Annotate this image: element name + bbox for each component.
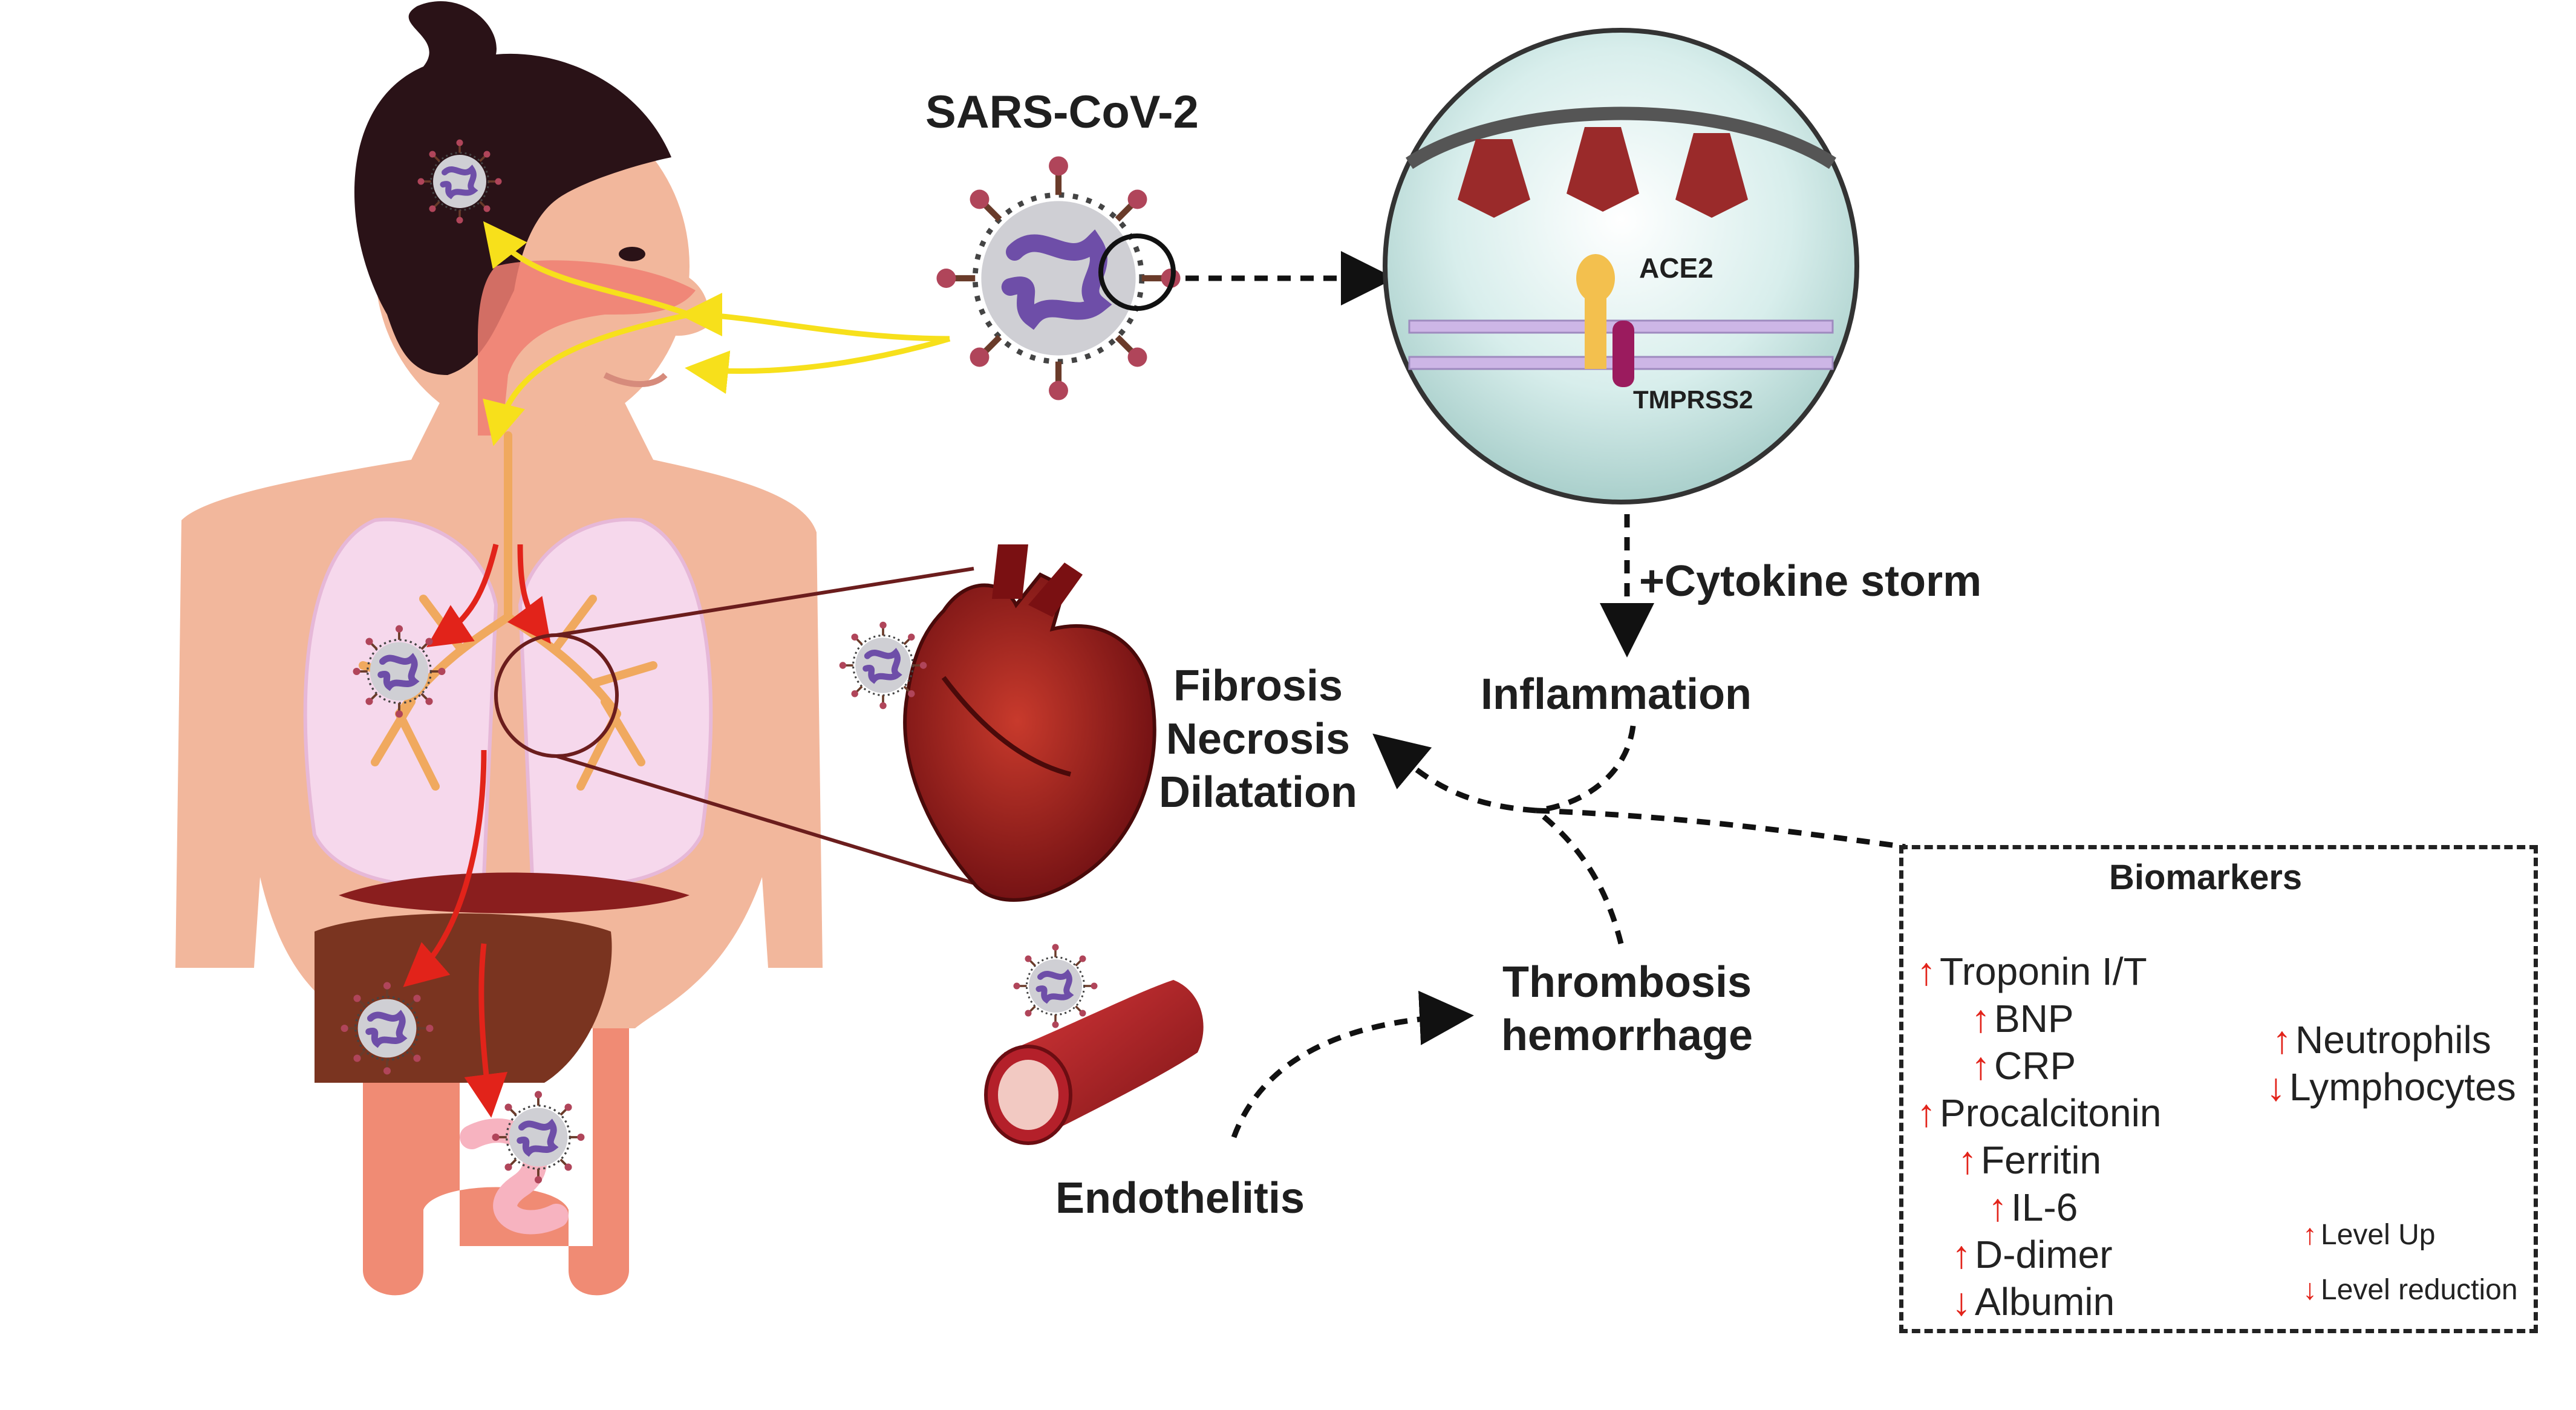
- inflammation-down-arrow: [1536, 725, 1636, 814]
- thrombosis-up-arrow: [1534, 808, 1624, 945]
- zoom-line-bottom: [556, 754, 974, 885]
- inflammation-label: Inflammation: [1481, 670, 1752, 719]
- cardiac-effects: Fibrosis Necrosis Dilatation: [1137, 659, 1379, 819]
- zoom-line-top: [556, 567, 974, 637]
- biomarkers-panel: Biomarkers ↑Troponin I/T ↑BNP ↑CRP ↑Proc…: [1899, 845, 2538, 1333]
- biomarker-crp: ↑CRP: [1971, 1044, 2076, 1088]
- flow-arrows: [1231, 514, 1906, 1138]
- spike-proteins: [1458, 127, 1748, 218]
- virus-liver-icon: [341, 982, 434, 1075]
- thrombosis-label: Thrombosis: [1502, 958, 1752, 1007]
- virus-intestine-icon: [492, 1091, 585, 1184]
- virus-heart-icon: [840, 622, 927, 710]
- endothelitis-arrow: [1231, 990, 1474, 1138]
- spread-arrows: [403, 543, 551, 1118]
- heart-illustration: [840, 544, 1156, 902]
- virus-vessel-icon: [1014, 944, 1098, 1028]
- hemorrhage-label: hemorrhage: [1501, 1011, 1753, 1060]
- tmprss2-protease: [1612, 321, 1634, 387]
- human-body: [175, 1, 974, 1296]
- mouth: [603, 372, 668, 387]
- legend-level-up: ↑Level Up: [2303, 1219, 2436, 1251]
- cell-receptor-zoom: [1383, 28, 1859, 504]
- up-arrow-icon: ↑: [2303, 1219, 2317, 1251]
- diaphragm: [339, 872, 690, 913]
- virus-label: SARS-CoV-2: [925, 86, 1199, 138]
- biomarker-lymphocytes: ↓Lymphocytes: [2266, 1065, 2516, 1109]
- fibrosis-label: Fibrosis: [1173, 662, 1343, 710]
- biomarkers-title: Biomarkers: [2109, 858, 2303, 897]
- up-arrow-icon: ↑: [2272, 1018, 2292, 1062]
- down-arrow-icon: ↓: [2303, 1274, 2317, 1306]
- hair: [354, 1, 671, 375]
- biomarker-bnp: ↑BNP: [1971, 997, 2074, 1040]
- biomarker-ferritin: ↑Ferritin: [1958, 1138, 2102, 1182]
- to-biomarkers-line: [1536, 808, 1906, 850]
- virus-brain-icon: [418, 140, 502, 224]
- eye: [619, 247, 645, 261]
- up-arrow-icon: ↑: [1971, 997, 1991, 1040]
- dilatation-label: Dilatation: [1158, 768, 1357, 817]
- ace2-label: ACE2: [1639, 252, 1714, 284]
- blood-vessel-illustration: [984, 944, 1204, 1145]
- biomarker-troponin: ↑Troponin I/T: [1917, 950, 2147, 993]
- endothelitis-label: Endothelitis: [1055, 1174, 1305, 1222]
- biomarker-neutrophils: ↑Neutrophils: [2272, 1018, 2491, 1062]
- down-arrow-icon: ↓: [1952, 1280, 1971, 1324]
- down-arrow-icon: ↓: [2266, 1065, 2286, 1109]
- sars-cov-2-virion-icon: [936, 156, 1180, 400]
- spike-zoom-circle: [1098, 233, 1176, 311]
- nasal-airway: [478, 260, 696, 436]
- necrosis-label: Necrosis: [1166, 715, 1351, 763]
- airway-entry-arrows: [483, 221, 951, 446]
- up-arrow-icon: ↑: [1917, 1091, 1936, 1135]
- cytokine-storm-label: +Cytokine storm: [1639, 557, 1982, 605]
- biomarker-procalcitonin: ↑Procalcitonin: [1917, 1091, 2162, 1135]
- legend-level-reduction: ↓Level reduction: [2303, 1274, 2518, 1306]
- thrombosis-block: Thrombosis hemorrhage: [1488, 956, 1766, 1062]
- up-arrow-icon: ↑: [1971, 1044, 1991, 1088]
- ace2-head: [1576, 254, 1615, 302]
- up-arrow-icon: ↑: [1917, 950, 1936, 993]
- biomarker-ddimer: ↑D-dimer: [1952, 1233, 2113, 1276]
- virus-lung-icon: [353, 625, 446, 718]
- tmprss2-label: TMPRSS2: [1633, 385, 1753, 414]
- biomarker-albumin: ↓Albumin: [1952, 1280, 2115, 1324]
- up-arrow-icon: ↑: [1952, 1233, 1971, 1276]
- up-arrow-icon: ↑: [1958, 1138, 1977, 1182]
- to-cardiac-arrow: [1372, 733, 1537, 814]
- biomarker-il6: ↑IL-6: [1988, 1186, 2078, 1229]
- up-arrow-icon: ↑: [1988, 1186, 2007, 1229]
